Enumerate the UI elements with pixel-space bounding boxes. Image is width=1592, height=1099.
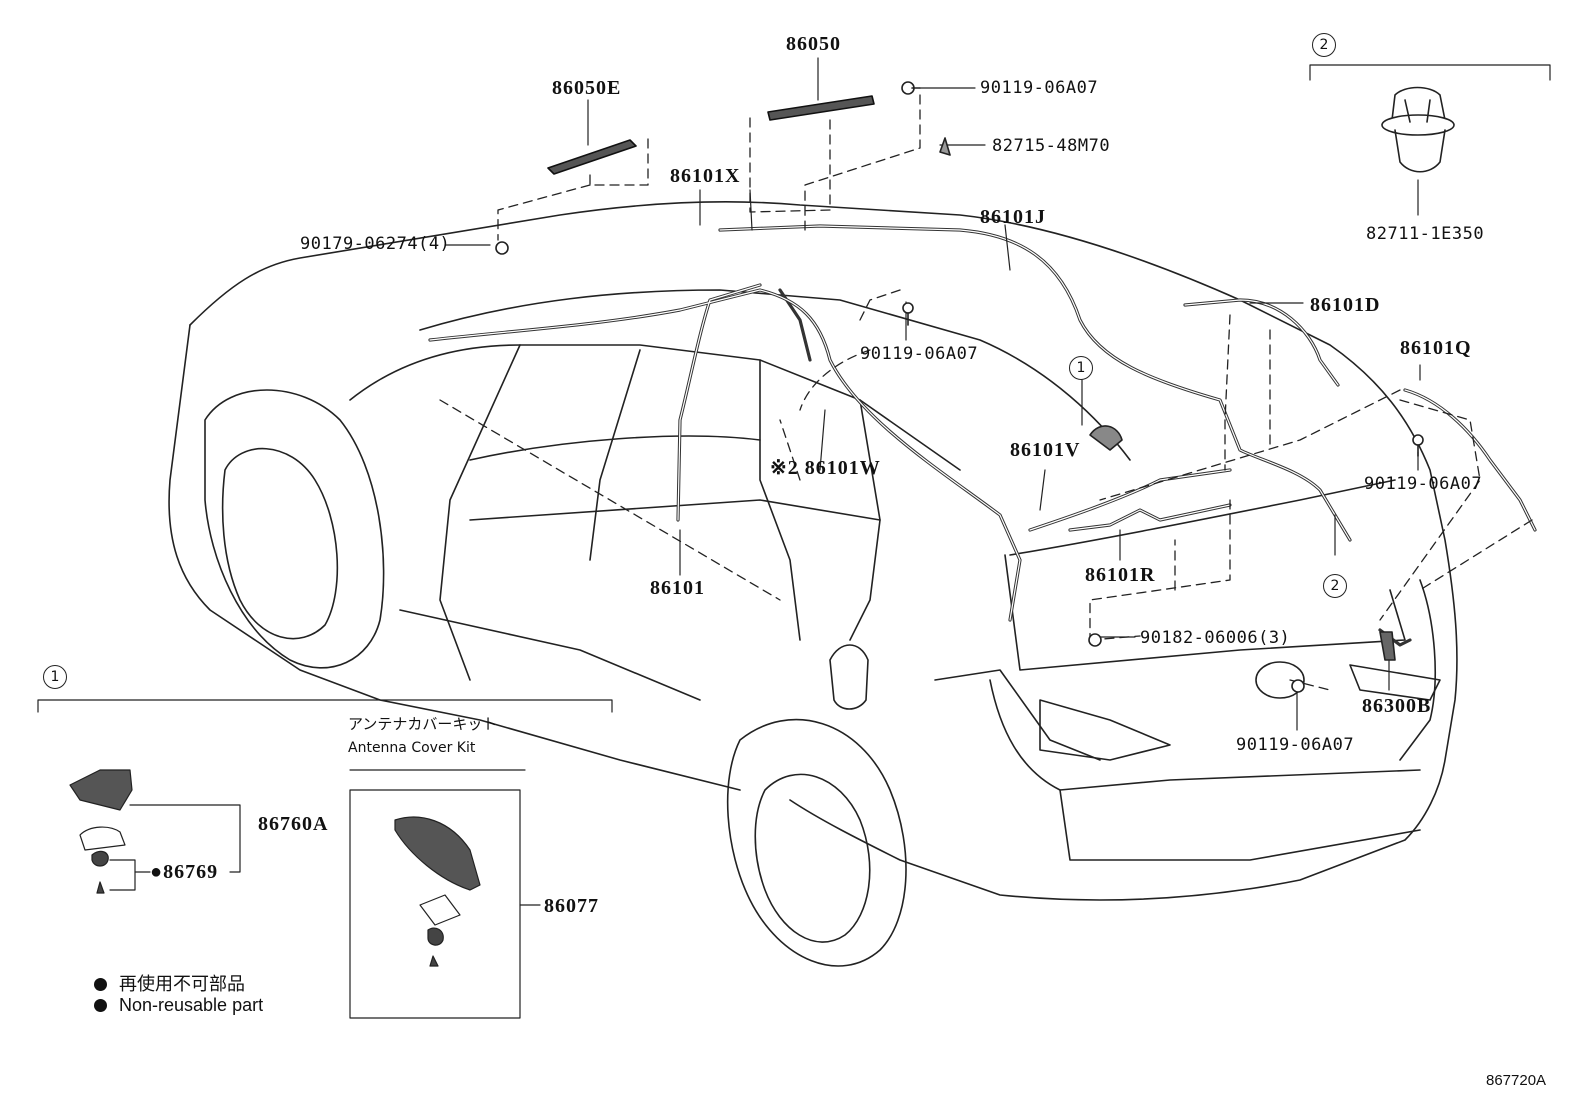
label-86050[interactable]: 86050: [786, 33, 841, 55]
callout-2-hatch: 2: [1323, 574, 1347, 598]
label-86769[interactable]: ●86769: [150, 861, 219, 883]
legend-en: Non-reusable part: [94, 995, 263, 1016]
label-90179[interactable]: 90179-06274(4): [300, 234, 451, 254]
callout-2-top: 2: [1312, 33, 1336, 57]
label-86101V[interactable]: 86101V: [1010, 439, 1081, 461]
bullet-icon: [94, 978, 107, 991]
legend-en-text: Non-reusable part: [119, 995, 264, 1015]
label-90119-mid[interactable]: 90119-06A07: [860, 344, 979, 364]
label-86300B[interactable]: 86300B: [1362, 695, 1432, 717]
label-86101W[interactable]: ※2 86101W: [770, 457, 881, 479]
label-90182[interactable]: 90182-06006(3): [1140, 628, 1291, 648]
antenna-bars: [547, 95, 875, 175]
clip-82711: [1381, 86, 1455, 173]
label-82715[interactable]: 82715-48M70: [992, 136, 1111, 156]
label-86101J[interactable]: 86101J: [980, 206, 1046, 228]
solid-leaders: [444, 57, 1551, 731]
label-90119-top[interactable]: 90119-06A07: [980, 78, 1099, 98]
kit-title-en: Antenna Cover Kit: [348, 740, 476, 756]
label-86101R[interactable]: 86101R: [1085, 564, 1156, 586]
label-82711[interactable]: 82711-1E350: [1366, 224, 1485, 244]
detail-box-1: [37, 699, 613, 1019]
legend-jp-text: 再使用不可部品: [119, 974, 245, 994]
label-86101[interactable]: 86101: [650, 577, 705, 599]
kit-title-jp: アンテナカバーキット: [348, 715, 498, 733]
bullet-icon: [94, 999, 107, 1012]
label-90119-bottom[interactable]: 90119-06A07: [1236, 735, 1355, 755]
label-86050E[interactable]: 86050E: [552, 77, 622, 99]
fasteners: [495, 81, 1424, 693]
diagram-code: 867720A: [1486, 1072, 1547, 1089]
callout-1-roof: 1: [1069, 356, 1093, 380]
label-86760A[interactable]: 86760A: [258, 813, 329, 835]
label-86077[interactable]: 86077: [544, 895, 599, 917]
label-86101D[interactable]: 86101D: [1310, 294, 1381, 316]
vehicle-body: [168, 201, 1458, 967]
dashed-leaders: [439, 94, 1533, 691]
label-90119-right[interactable]: 90119-06A07: [1364, 474, 1483, 494]
label-86101Q[interactable]: 86101Q: [1400, 337, 1472, 359]
callout-1-detail: 1: [43, 665, 67, 689]
label-86101X[interactable]: 86101X: [670, 165, 741, 187]
legend-jp: 再使用不可部品: [94, 970, 245, 996]
antenna-cables: [428, 224, 1537, 647]
